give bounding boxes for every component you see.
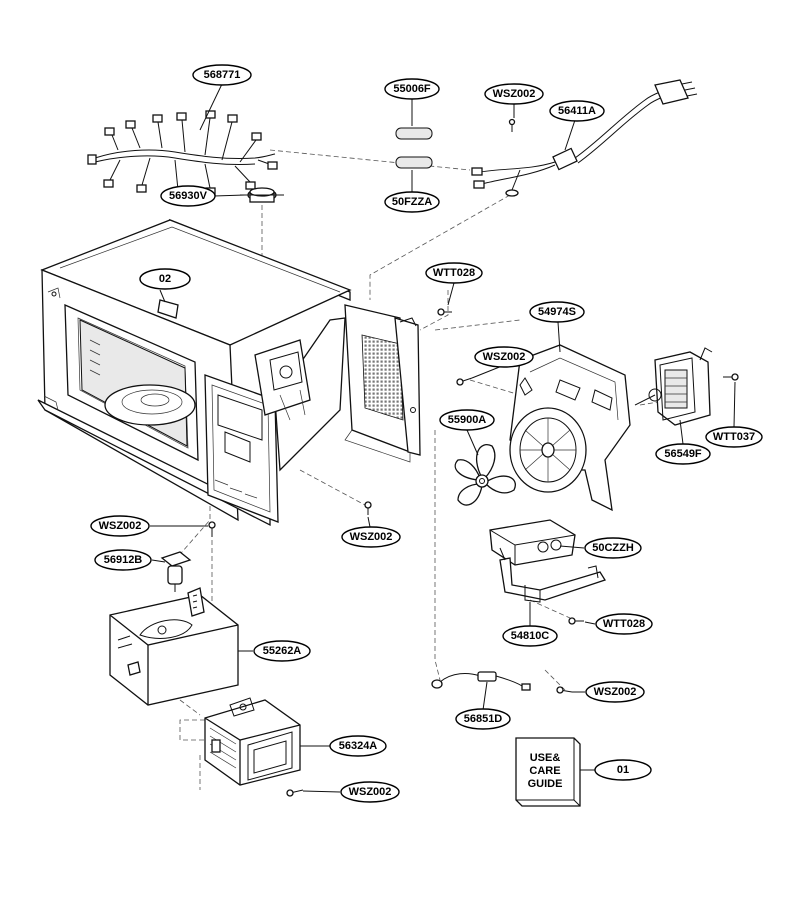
screw-illustration: [508, 118, 516, 132]
callout-50FZZA[interactable]: 50FZZA: [384, 191, 440, 213]
svg-text:54974S: 54974S: [538, 306, 576, 318]
svg-text:54810C: 54810C: [511, 630, 550, 642]
fan-motor-illustration: [634, 347, 713, 426]
use-care-guide-book: USE& CARE GUIDE: [515, 737, 581, 807]
svg-text:WSZ002: WSZ002: [350, 531, 393, 543]
fuse-illustration: [395, 127, 433, 169]
screw-magnetron-illustration: [286, 789, 304, 797]
callout-01[interactable]: 01: [594, 759, 652, 781]
screw-cavity-illustration: [364, 501, 372, 515]
callout-54974S[interactable]: 54974S: [529, 301, 585, 323]
svg-text:WSZ002: WSZ002: [493, 88, 536, 100]
svg-text:56912B: 56912B: [104, 554, 143, 566]
callout-55262A[interactable]: 55262A: [253, 640, 311, 662]
callout-WSZ002-left[interactable]: WSZ002: [90, 515, 150, 537]
svg-text:56851D: 56851D: [464, 713, 503, 725]
guide-line-1: USE&: [530, 752, 561, 764]
oven-cavity-illustration: [37, 218, 421, 527]
magnetron-illustration: [204, 697, 301, 786]
callout-56549F[interactable]: 56549F: [655, 443, 711, 465]
fuse-holder-illustration: [160, 551, 192, 592]
thermostat-illustration: [240, 187, 284, 203]
part-callouts: 568771 55006F WSZ002 56411A 56930V 50FZZ…: [90, 64, 763, 803]
guide-line-3: GUIDE: [528, 778, 563, 790]
screw-wtt028-lower-illustration: [568, 617, 584, 625]
svg-text:56411A: 56411A: [558, 105, 596, 117]
callout-WSZ002-magnetron[interactable]: WSZ002: [340, 781, 400, 803]
svg-text:55006F: 55006F: [393, 83, 431, 95]
screw-fan-illustration: [456, 377, 473, 386]
svg-text:56549F: 56549F: [664, 448, 702, 460]
callout-WTT037[interactable]: WTT037: [705, 426, 763, 448]
svg-text:56324A: 56324A: [339, 740, 378, 752]
svg-text:WTT037: WTT037: [713, 431, 755, 443]
wire-harness-illustration: [87, 110, 278, 198]
callout-WSZ002-diode[interactable]: WSZ002: [585, 681, 645, 703]
svg-text:WTT028: WTT028: [603, 618, 645, 630]
svg-text:50CZZH: 50CZZH: [592, 542, 634, 554]
hv-bracket-illustration: [109, 587, 239, 706]
svg-text:55900A: 55900A: [448, 414, 487, 426]
svg-text:WSZ002: WSZ002: [483, 351, 526, 363]
leader-lines: [150, 83, 736, 793]
callout-54810C[interactable]: 54810C: [502, 625, 558, 647]
callout-WTT028-lower[interactable]: WTT028: [595, 613, 653, 635]
callout-55006F[interactable]: 55006F: [384, 78, 440, 100]
callout-50CZZH[interactable]: 50CZZH: [584, 537, 642, 559]
svg-text:WTT028: WTT028: [433, 267, 475, 279]
svg-text:55262A: 55262A: [263, 645, 302, 657]
svg-text:WSZ002: WSZ002: [99, 520, 142, 532]
diode-illustration: [431, 671, 531, 691]
power-cord-illustration: [471, 79, 698, 197]
screw-diode-illustration: [556, 686, 573, 694]
callout-WSZ002-fan[interactable]: WSZ002: [474, 346, 534, 368]
screw-wtt028-illustration: [437, 308, 452, 316]
fan-bracket-illustration: [509, 344, 631, 512]
svg-text:WSZ002: WSZ002: [349, 786, 392, 798]
screw-wtt037-illustration: [723, 373, 739, 381]
svg-text:02: 02: [159, 273, 171, 285]
guide-line-2: CARE: [529, 765, 560, 777]
svg-text:01: 01: [617, 764, 629, 776]
callout-WSZ002-top[interactable]: WSZ002: [484, 83, 544, 105]
callout-WSZ002-cavity[interactable]: WSZ002: [341, 526, 401, 548]
svg-text:50FZZA: 50FZZA: [392, 196, 432, 208]
callout-56912B[interactable]: 56912B: [94, 549, 152, 571]
screw-left-illustration: [208, 521, 216, 537]
fan-blade-illustration: [454, 444, 516, 506]
svg-text:568771: 568771: [204, 69, 241, 81]
callout-56324A[interactable]: 56324A: [329, 735, 387, 757]
callout-WTT028-top[interactable]: WTT028: [425, 262, 483, 284]
svg-text:56930V: 56930V: [169, 190, 208, 202]
callout-02[interactable]: 02: [139, 268, 191, 290]
capacitor-bracket-illustration: [499, 547, 606, 603]
callout-56411A[interactable]: 56411A: [549, 100, 605, 122]
callout-55900A[interactable]: 55900A: [439, 409, 495, 431]
callout-56930V[interactable]: 56930V: [160, 185, 216, 207]
capacitor-illustration: [489, 519, 576, 566]
callout-56851D[interactable]: 56851D: [455, 708, 511, 730]
svg-text:WSZ002: WSZ002: [594, 686, 637, 698]
callout-568771[interactable]: 568771: [192, 64, 252, 86]
